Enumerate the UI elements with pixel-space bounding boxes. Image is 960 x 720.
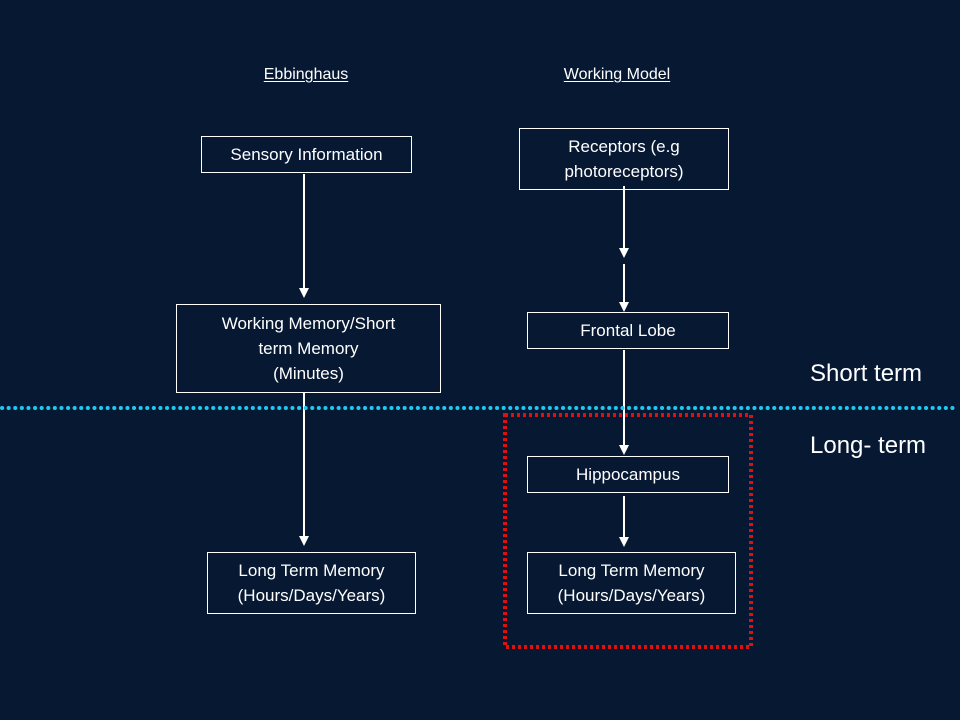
box-text: Long Term Memory <box>558 561 705 580</box>
box-text: Sensory Information <box>230 145 383 164</box>
box-receptors: Receptors (e.g photoreceptors) <box>519 128 729 190</box>
heading-ebbinghaus: Ebbinghaus <box>263 66 349 83</box>
highlight-box <box>503 413 753 649</box>
heading-working-model: Working Model <box>563 66 671 83</box>
box-text: Receptors (e.g <box>568 137 680 156</box>
box-sensory-information: Sensory Information <box>201 136 412 173</box>
box-text: Hippocampus <box>576 465 680 484</box>
box-text: (Minutes) <box>273 364 344 383</box>
box-working-memory: Working Memory/Short term Memory (Minute… <box>176 304 441 393</box>
box-text: Long Term Memory <box>238 561 385 580</box>
label-long-term: Long- term <box>810 432 927 459</box>
label-short-term: Short term <box>810 360 923 387</box>
box-text: (Hours/Days/Years) <box>557 586 706 605</box>
box-text: photoreceptors) <box>564 162 684 181</box>
box-text: (Hours/Days/Years) <box>237 586 386 605</box>
box-long-term-memory-left: Long Term Memory (Hours/Days/Years) <box>207 552 416 614</box>
box-hippocampus: Hippocampus <box>527 456 729 493</box>
box-text: term Memory <box>258 339 359 358</box>
box-long-term-memory-right: Long Term Memory (Hours/Days/Years) <box>527 552 736 614</box>
box-frontal-lobe: Frontal Lobe <box>527 312 729 349</box>
box-text: Frontal Lobe <box>580 321 676 340</box>
box-text: Working Memory/Short <box>221 314 396 333</box>
